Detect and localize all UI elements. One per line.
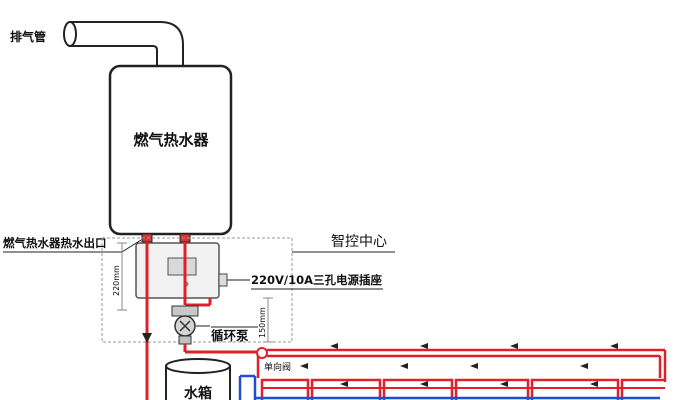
- water-heater-body: [108, 64, 233, 236]
- check-valve-label: 单向阀: [264, 361, 291, 373]
- socket-connector: [218, 273, 228, 287]
- dimension-220-label: 220mm: [112, 265, 121, 296]
- smart-center-enclosure: [101, 237, 293, 343]
- dimension-150-label: 150mm: [258, 307, 267, 338]
- exhaust-pipe: [63, 21, 184, 67]
- heater-outlet-label: 燃气热水器热水出口: [2, 236, 107, 250]
- check-valve-icon: [256, 347, 268, 359]
- water-tank-label: 水箱: [184, 385, 212, 400]
- circulation-pump-icon: [171, 305, 199, 345]
- power-socket-label: 220V/10A三孔电源插座: [251, 273, 383, 287]
- flow-arrow-down-icon: [142, 333, 152, 343]
- exhaust-pipe-label: 排气管: [10, 29, 46, 44]
- water-tank: [165, 358, 231, 400]
- heating-loops: [260, 378, 665, 400]
- circulation-pump-label: 循环泵: [211, 328, 249, 343]
- smart-center-label: 智控中心: [331, 234, 387, 250]
- water-heater-label: 燃气热水器: [133, 131, 209, 149]
- control-display: [167, 257, 197, 276]
- supply-flow-arrows: [300, 343, 618, 369]
